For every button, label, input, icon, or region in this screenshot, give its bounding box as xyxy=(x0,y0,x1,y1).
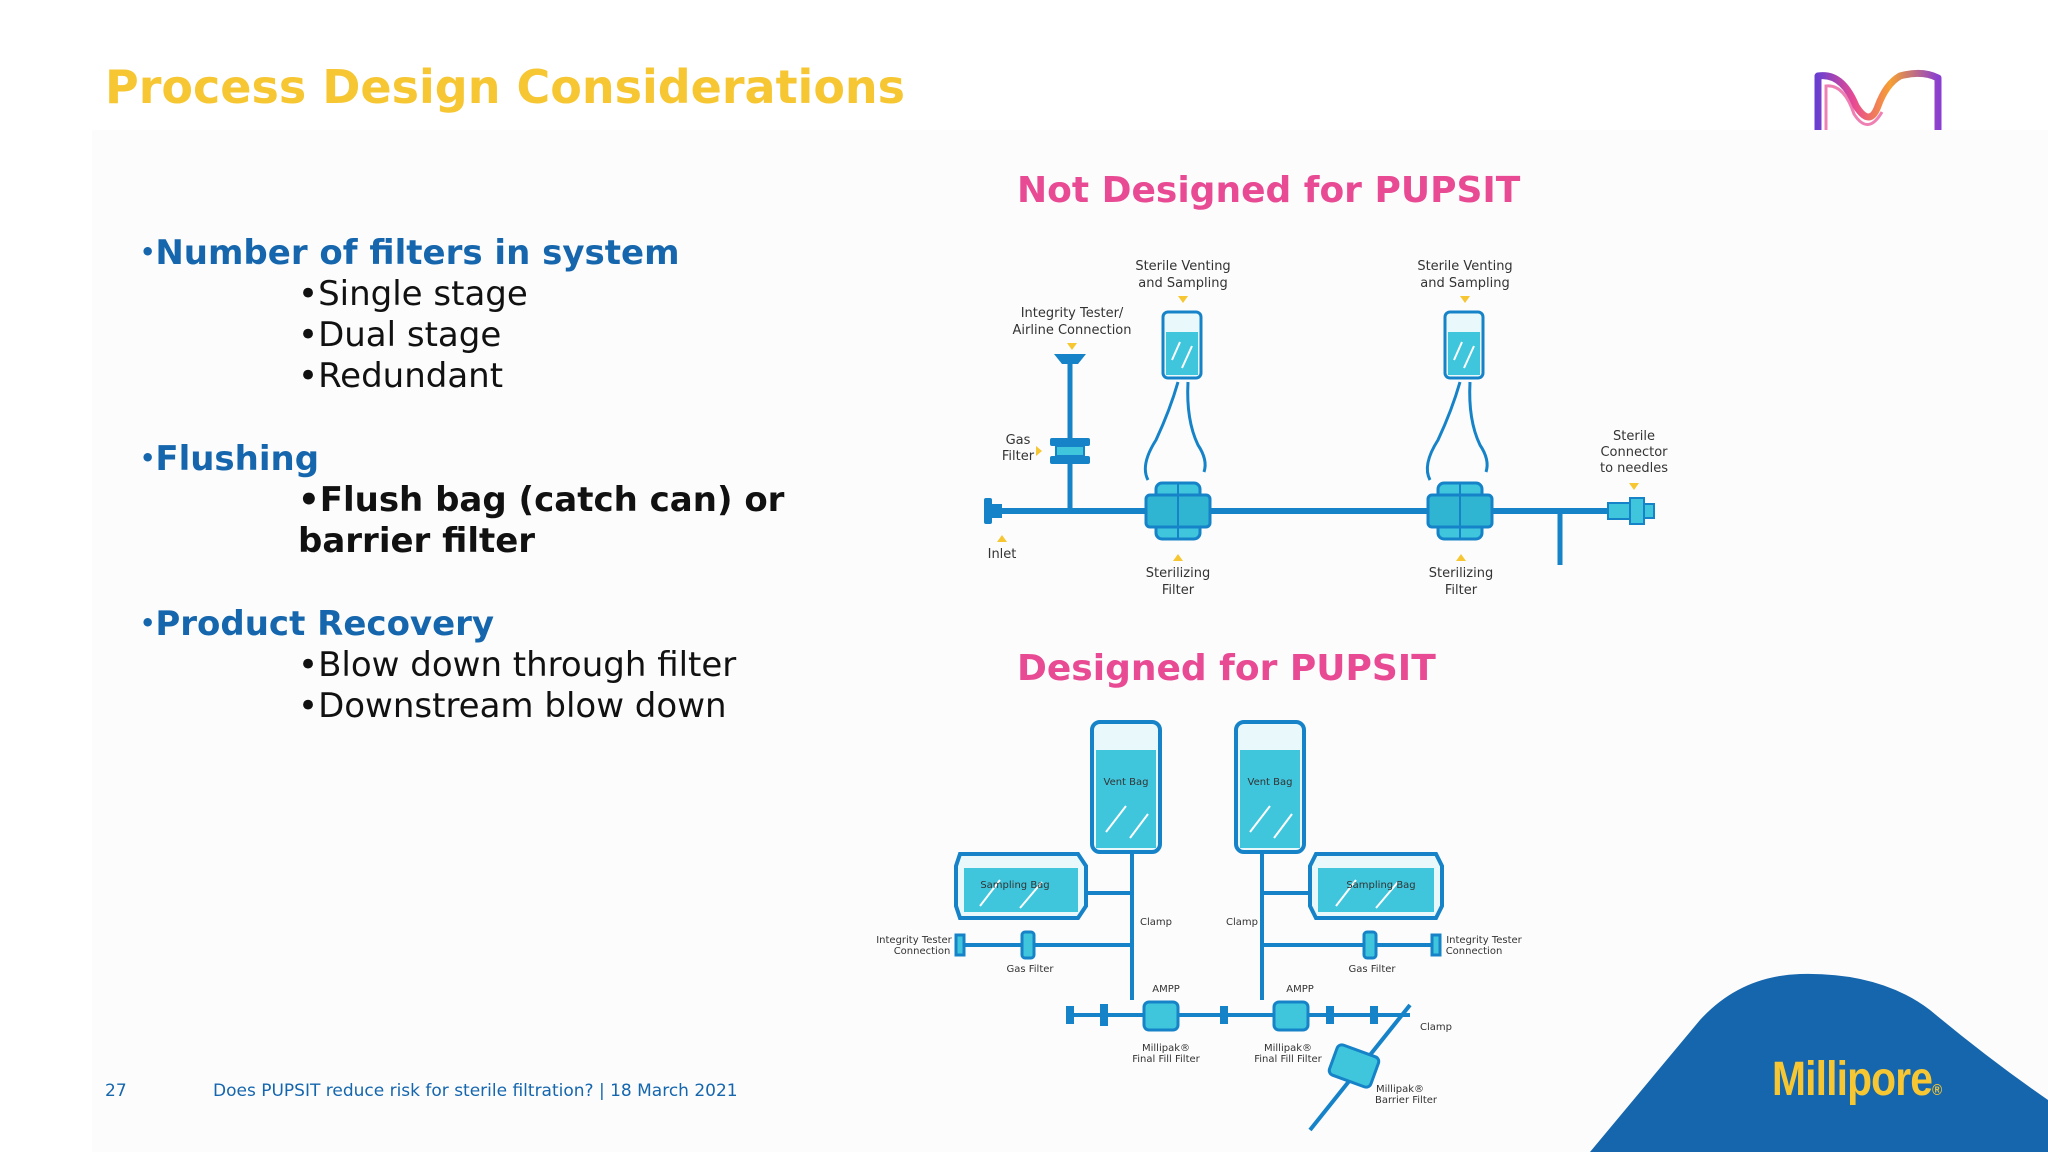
svg-text:and Sampling: and Sampling xyxy=(1420,276,1509,291)
page-number: 27 xyxy=(105,1081,127,1101)
bullet-item: •Blow down through filter xyxy=(298,645,737,685)
bullet-item: •Dual stage xyxy=(298,315,502,355)
bullet-item: •Flush bag (catch can) or barrier filter xyxy=(298,480,785,561)
bullet-item: •Single stage xyxy=(298,274,528,314)
svg-text:Airline Connection: Airline Connection xyxy=(1013,323,1132,338)
designed-title: Designed for PUPSIT xyxy=(1017,648,1436,689)
inlet-connector-icon xyxy=(984,498,1002,524)
clamp-label-3: Clamp xyxy=(1420,1022,1452,1033)
sterilizing-filter-icon xyxy=(1144,481,1212,541)
vent-bag-label-2: Vent Bag xyxy=(1248,777,1293,788)
bullet-heading: •Number of filters in system xyxy=(140,233,680,273)
bullet-heading: •Flushing xyxy=(140,439,320,479)
fitting-icons xyxy=(1066,1004,1378,1026)
venting-label-2: Sterile Venting xyxy=(1417,259,1512,274)
inlet-label: Inlet xyxy=(988,547,1017,562)
vent-bag-label-1: Vent Bag xyxy=(1104,777,1149,788)
svg-text:Connection: Connection xyxy=(894,946,951,957)
gas-filter-label-1: Gas Filter xyxy=(1006,964,1054,975)
gas-filter-label-2: Gas Filter xyxy=(1348,964,1396,975)
footer-text: Does PUPSIT reduce risk for sterile filt… xyxy=(213,1081,738,1101)
svg-text:and Sampling: and Sampling xyxy=(1138,276,1227,291)
ampp-label-2: AMPP xyxy=(1286,984,1314,995)
sterilizing-filter-label-2: Sterilizing xyxy=(1429,566,1493,581)
svg-text:Filter: Filter xyxy=(1162,583,1195,598)
svg-text:Filter: Filter xyxy=(1445,583,1478,598)
slide-background xyxy=(92,130,2048,1152)
not-designed-diagram: Sterile Venting and Sampling Sterile Ven… xyxy=(984,259,1668,598)
tester-label-2: Integrity Tester xyxy=(1446,935,1522,946)
svg-text:Final Fill Filter: Final Fill Filter xyxy=(1132,1054,1200,1065)
vent-bag-icon xyxy=(1090,720,1162,854)
tester-label-1: Integrity Tester xyxy=(876,935,952,946)
pipe-lines xyxy=(992,360,1610,565)
bullet-heading: •Product Recovery xyxy=(140,604,495,644)
connector-label: Sterile xyxy=(1613,429,1655,444)
tester-connection-icon xyxy=(1050,354,1090,464)
venting-label-1: Sterile Venting xyxy=(1135,259,1230,274)
final-fill-label-2: Millipak® xyxy=(1264,1043,1312,1054)
bullet-list: •Number of filters in system •Single sta… xyxy=(140,232,940,727)
svg-text:to needles: to needles xyxy=(1600,461,1668,476)
final-fill-label-1: Millipak® xyxy=(1142,1043,1190,1054)
sampling-bag-label-2: Sampling Bag xyxy=(1346,880,1415,891)
not-designed-title: Not Designed for PUPSIT xyxy=(1017,170,1521,211)
sampling-bag-icon xyxy=(954,852,1088,920)
sterilizing-filter-label-1: Sterilizing xyxy=(1146,566,1210,581)
gas-filter-icon xyxy=(1362,930,1378,960)
ampp-label-1: AMPP xyxy=(1152,984,1180,995)
svg-text:Connector: Connector xyxy=(1600,445,1668,460)
sterile-connector-icon xyxy=(1607,497,1655,525)
bullet-item: •Redundant xyxy=(298,356,504,396)
sampling-bag-label-1: Sampling Bag xyxy=(980,880,1049,891)
gas-filter-label: Gas xyxy=(1006,433,1031,448)
vent-bag-icon xyxy=(1443,310,1485,380)
sterilizing-filter-icon xyxy=(1426,481,1494,541)
tester-label: Integrity Tester/ xyxy=(1021,306,1124,321)
vent-bag-icon xyxy=(1234,720,1306,854)
millipore-logo: Millipore® xyxy=(1772,1053,1942,1106)
designed-diagram: Vent Bag Vent Bag Sampling Bag Sampling … xyxy=(876,720,1523,1132)
vent-bag-icon xyxy=(1161,310,1203,380)
svg-text:Connection: Connection xyxy=(1446,946,1503,957)
svg-text:Filter: Filter xyxy=(1002,449,1035,464)
sampling-bag-icon xyxy=(1308,852,1444,920)
pointer-icons xyxy=(997,296,1639,561)
page-title: Process Design Considerations xyxy=(105,60,906,114)
tester-connection-icon xyxy=(1430,933,1442,957)
bullet-item: •Downstream blow down xyxy=(298,686,727,726)
barrier-filter-icon xyxy=(1327,1043,1381,1089)
svg-text:Barrier Filter: Barrier Filter xyxy=(1375,1095,1438,1106)
tester-connection-icon xyxy=(954,933,966,957)
gas-filter-icon xyxy=(1020,930,1036,960)
svg-text:Final Fill Filter: Final Fill Filter xyxy=(1254,1054,1322,1065)
final-fill-filter-icon xyxy=(1272,1000,1310,1032)
final-fill-filter-icon xyxy=(1142,1000,1180,1032)
clamp-label-2: Clamp xyxy=(1226,917,1258,928)
corner-shape xyxy=(1590,973,2048,1152)
merck-logo-icon xyxy=(1814,69,1942,130)
clamp-label-1: Clamp xyxy=(1140,917,1172,928)
barrier-filter-label: Millipak® xyxy=(1376,1084,1424,1095)
